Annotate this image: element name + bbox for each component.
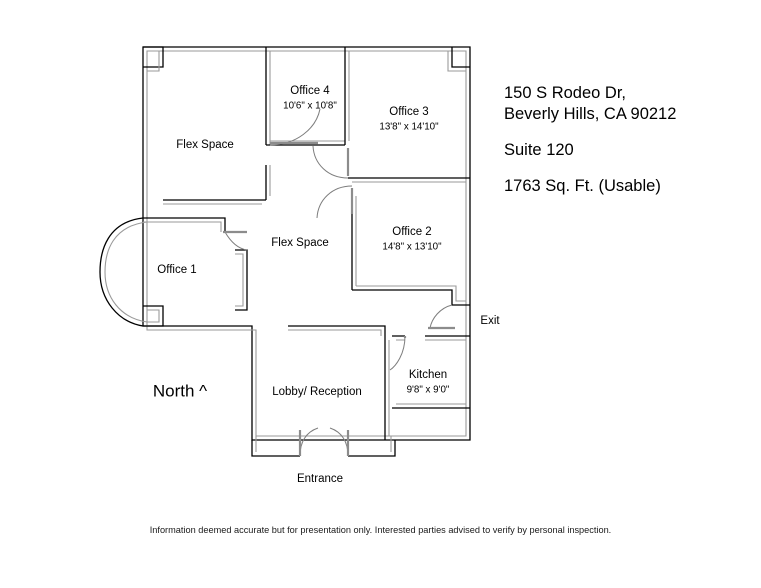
room-kitchen-walls: [392, 335, 470, 409]
entrance-door-arc-right: [329, 427, 349, 457]
label-entrance: Entrance: [297, 473, 343, 485]
label-north-compass: North ^: [153, 381, 207, 400]
lobby-top-partition-inner: [288, 329, 382, 336]
label-office-4: Office 4: [290, 85, 330, 97]
kitchen-door-arc: [389, 335, 406, 371]
dims-kitchen: 9'8" x 9'0": [407, 385, 450, 396]
footer-disclaimer: Information deemed accurate but for pres…: [149, 525, 612, 535]
dims-office-4: 10'6" x 10'8": [283, 101, 337, 112]
address-line-2: Beverly Hills, CA 90212: [504, 105, 677, 123]
office2-bottom-wall-inner: [356, 285, 466, 302]
label-lobby-reception: Lobby/ Reception: [272, 386, 362, 398]
office3-door-arc: [312, 145, 349, 179]
property-address-block: 150 S Rodeo Dr, Beverly Hills, CA 90212: [504, 83, 744, 125]
office3-notch-topright-inner: [447, 51, 466, 72]
room-flex-space-upper-walls: [143, 46, 271, 327]
office4-door-arc: [269, 108, 321, 146]
office2-door-arc: [316, 185, 353, 219]
label-office-2: Office 2: [392, 226, 431, 238]
label-office-1: Office 1: [157, 264, 196, 276]
dims-office-3: 13'8" x 14'10": [379, 122, 439, 133]
office1-top-wall-inner: [143, 221, 222, 232]
room-lobby-walls: [288, 325, 390, 440]
label-flex-space-upper: Flex Space: [176, 139, 234, 151]
flex-upper-notch-top-inner: [147, 50, 160, 72]
label-office-3: Office 3: [389, 106, 428, 118]
office1-door-arc: [224, 231, 248, 251]
label-kitchen: Kitchen: [409, 369, 447, 381]
usable-area: 1763 Sq. Ft. (Usable): [504, 177, 661, 195]
perimeter-wall-outer: [142, 46, 471, 441]
flex-upper-notch-bottom: [143, 305, 164, 327]
entrance-door-arc-left: [299, 427, 319, 457]
entrance-opening-inner: [255, 436, 392, 452]
office1-right-wall-inner: [235, 253, 244, 307]
flex-upper-notch-bottom-inner: [147, 309, 160, 323]
property-info-panel: 150 S Rodeo Dr, Beverly Hills, CA 90212 …: [504, 83, 744, 197]
room-office-1-walls: [99, 217, 248, 327]
entrance-opening-right: [348, 440, 396, 457]
lobby-top-partition: [288, 325, 386, 336]
office1-bowed-wall-outer: [99, 217, 144, 327]
entrance-opening-left: [251, 440, 300, 457]
room-office-3-walls: [348, 47, 470, 183]
exit-door-arc: [429, 304, 453, 329]
room-labels-group: Flex Space Office 4 10'6" x 10'8" Office…: [157, 85, 450, 398]
door-group: [223, 108, 455, 371]
office1-bowed-wall-inner: [104, 221, 148, 323]
flex-upper-notch-top: [143, 46, 164, 68]
office1-right-wall: [235, 249, 248, 311]
label-exit: Exit: [480, 315, 500, 327]
label-flex-space-mid: Flex Space: [271, 237, 329, 249]
markers-group: Exit Entrance North ^: [153, 315, 501, 485]
address-line-1: 150 S Rodeo Dr,: [504, 84, 626, 102]
office1-top-wall: [143, 217, 226, 232]
suite-number: Suite 120: [504, 141, 574, 159]
entrance-door-group: [251, 427, 396, 457]
property-suite-block: Suite 120: [504, 140, 744, 161]
property-area-block: 1763 Sq. Ft. (Usable): [504, 176, 744, 197]
dims-office-2: 14'8" x 13'10": [382, 242, 442, 253]
office2-bottom-wall: [352, 289, 470, 306]
office3-notch-topright: [451, 47, 470, 68]
room-office-4-walls: [266, 47, 350, 146]
